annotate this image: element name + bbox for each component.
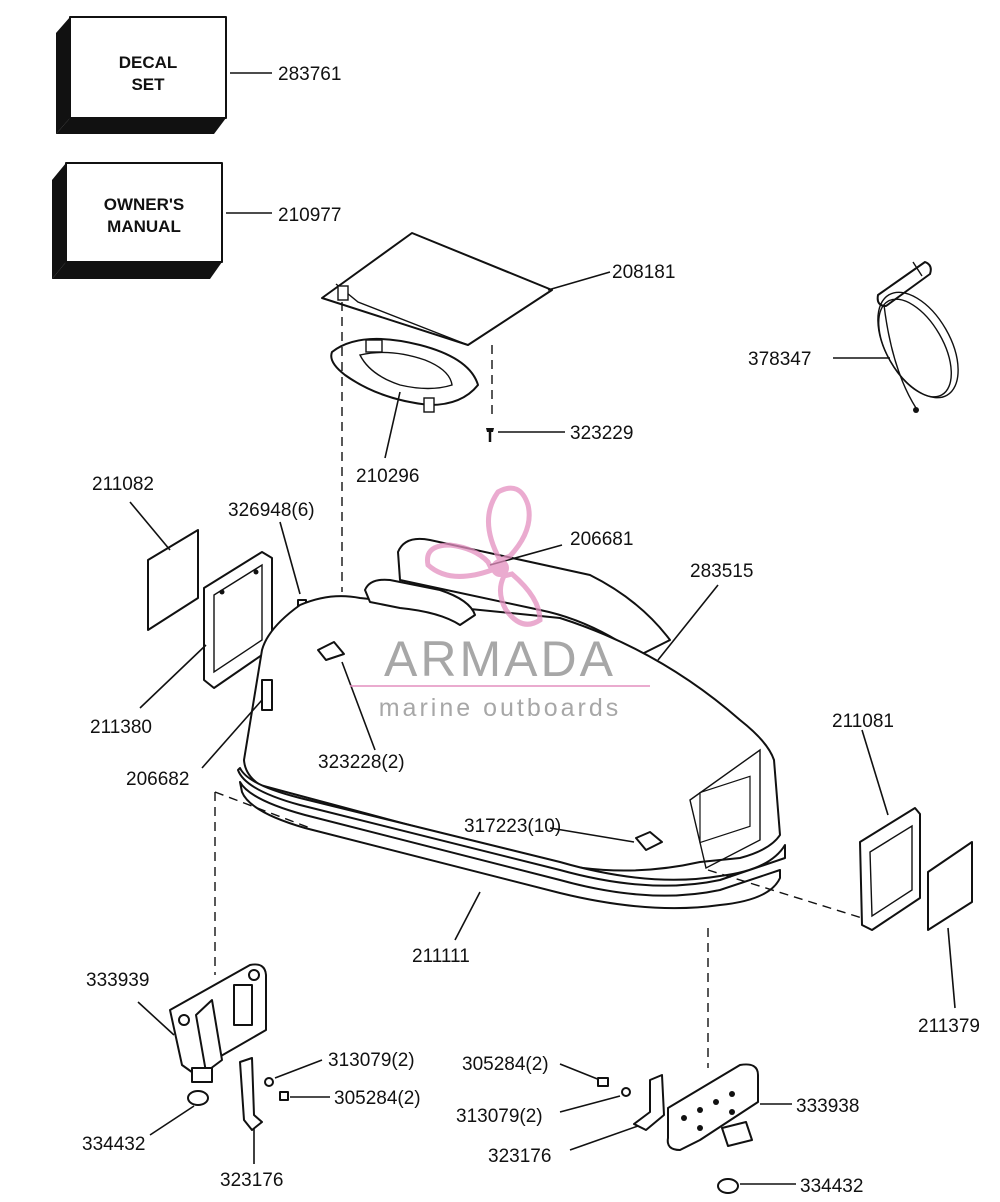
label-211081: 211081 <box>832 711 894 732</box>
bracket-323176-right-part <box>633 1074 665 1131</box>
label-305284-left: 305284(2) <box>334 1088 421 1109</box>
label-323229: 323229 <box>570 423 633 444</box>
decal-set-label-line1: DECAL <box>119 53 178 72</box>
leader-210296 <box>384 391 401 459</box>
leader-313079-right <box>559 1095 621 1113</box>
label-211111: 211111 <box>412 946 470 967</box>
leader-334432-left <box>149 1105 195 1136</box>
alignment-line-right-plate <box>707 869 863 919</box>
leader-211081 <box>861 729 889 816</box>
bracket-333938-part <box>666 1063 759 1151</box>
label-317223: 317223(10) <box>464 816 561 837</box>
top-cover-part <box>321 232 553 346</box>
leader-211380 <box>139 644 207 709</box>
washer-313079-left <box>264 1077 274 1087</box>
label-334432-right: 334432 <box>800 1176 863 1197</box>
leader-305284-right <box>559 1063 601 1081</box>
decal-set-label-line2: SET <box>131 75 165 94</box>
washer-313079-right <box>621 1087 631 1097</box>
label-206682: 206682 <box>126 769 189 790</box>
label-333938: 333938 <box>796 1096 859 1117</box>
armada-watermark: ARMADA marine outboards <box>350 485 650 722</box>
label-211082: 211082 <box>92 474 154 495</box>
label-305284-right: 305284(2) <box>462 1054 549 1075</box>
propeller-logo-icon <box>424 485 543 627</box>
screw-305284-left <box>279 1091 289 1101</box>
label-206681: 206681 <box>570 529 633 550</box>
bracket-333939-part <box>169 963 267 1083</box>
leader-313079-left <box>274 1059 323 1079</box>
plate-211081-part <box>859 807 921 931</box>
plug-334432-right <box>717 1178 739 1194</box>
leader-211082 <box>129 501 171 551</box>
leader-283515 <box>657 584 719 661</box>
leader-326948 <box>279 521 301 595</box>
watermark-subtitle: marine outboards <box>379 694 622 722</box>
leader-211379 <box>947 927 956 1009</box>
leader-208181 <box>547 271 611 291</box>
lanyard-part <box>876 261 959 413</box>
screw-305284-right <box>597 1077 609 1087</box>
label-211380: 211380 <box>90 717 152 738</box>
decal-set-box: DECAL SET <box>56 16 227 134</box>
motor-cover-part <box>237 537 786 910</box>
screw-323229 <box>486 428 494 442</box>
bracket-323176-left-part <box>239 1057 263 1131</box>
label-210977: 210977 <box>278 205 341 226</box>
leader-333939 <box>137 1001 175 1036</box>
leader-206682 <box>201 699 263 769</box>
owners-manual-box: OWNER'S MANUAL <box>52 162 223 279</box>
owners-manual-label-line2: MANUAL <box>107 217 181 236</box>
label-313079-left: 313079(2) <box>328 1050 415 1071</box>
leader-323176-right <box>569 1125 639 1151</box>
grommet-part <box>330 337 479 413</box>
label-210296: 210296 <box>356 466 419 487</box>
owners-manual-label-line1: OWNER'S <box>104 195 185 214</box>
label-211379: 211379 <box>918 1016 980 1037</box>
watermark-title: ARMADA <box>384 631 616 687</box>
label-323176-left: 323176 <box>220 1170 283 1191</box>
label-334432-left: 334432 <box>82 1134 145 1155</box>
leader-317223 <box>549 827 635 843</box>
label-208181: 208181 <box>612 262 675 283</box>
label-333939: 333939 <box>86 970 149 991</box>
decal-211082-part <box>147 529 199 631</box>
label-283761: 283761 <box>278 64 341 85</box>
plug-334432-left <box>187 1090 209 1106</box>
label-378347: 378347 <box>748 349 811 370</box>
alignment-line-bottom-left-diag <box>214 791 311 829</box>
decal-211379-part <box>927 841 973 931</box>
label-313079-right: 313079(2) <box>456 1106 543 1127</box>
leader-211111 <box>454 891 481 941</box>
label-326948: 326948(6) <box>228 500 315 521</box>
label-323176-right: 323176 <box>488 1146 551 1167</box>
label-323228: 323228(2) <box>318 752 405 773</box>
leader-323228 <box>341 661 376 751</box>
label-283515: 283515 <box>690 561 753 582</box>
